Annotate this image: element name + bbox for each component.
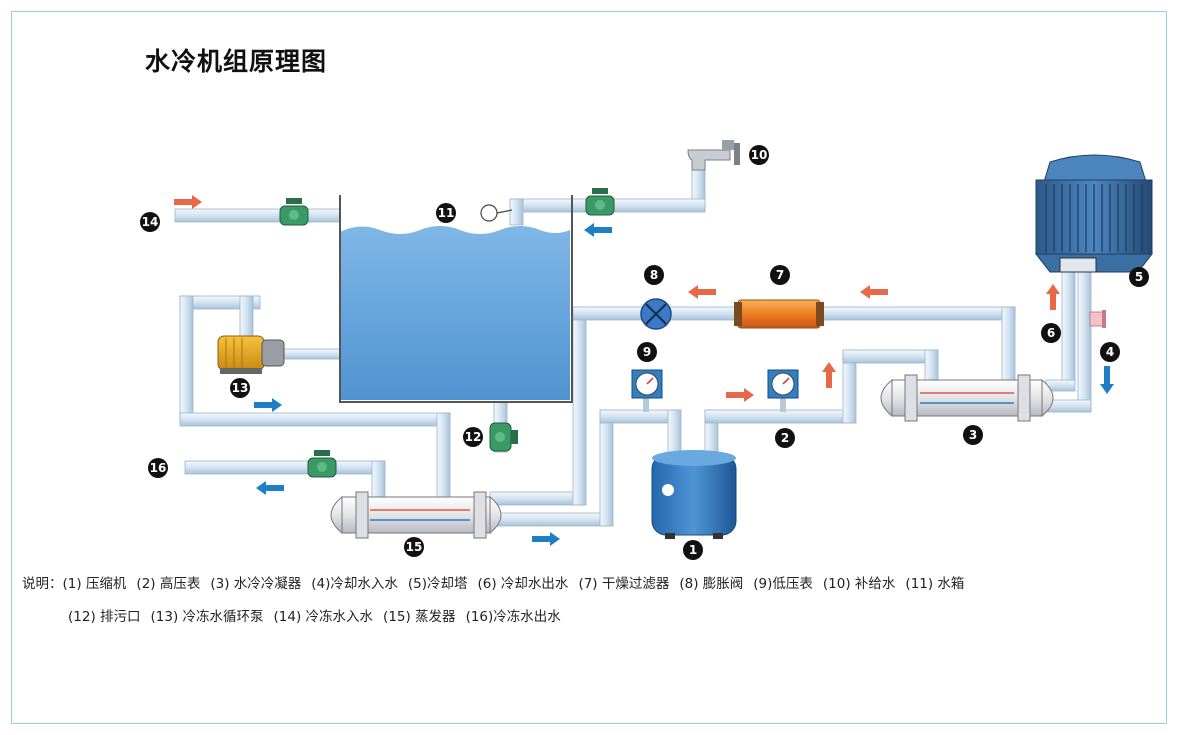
marker-3: 3 (963, 425, 983, 445)
legend-item: (4)冷却水入水 (311, 576, 398, 592)
marker-13: 13 (230, 378, 250, 398)
legend-item: (12) 排污口 (68, 609, 141, 625)
arrow-left-icon (256, 481, 284, 495)
arrow-right-icon (254, 398, 282, 412)
number-markers: 1 2 3 4 5 6 7 8 9 10 11 12 13 14 15 16 (140, 145, 1149, 560)
legend-item: (1) 压缩机 (62, 576, 127, 592)
arrow-left-icon (860, 285, 888, 299)
svg-text:3: 3 (969, 428, 977, 442)
diagram-frame (11, 11, 1167, 724)
legend-item: (9)低压表 (753, 576, 813, 592)
faucet-icon (687, 140, 740, 171)
marker-16: 16 (148, 458, 168, 478)
svg-text:1: 1 (689, 543, 697, 557)
legend-line-1: 说明：(1) 压缩机 (2) 高压表 (3) 水冷冷凝器 (4)冷却水入水 (5)冷却塔… (22, 572, 974, 592)
legend-item: (11) 水箱 (905, 576, 965, 592)
legend-line-2: (12) 排污口 (13) 冷冻水循环泵 (14) 冷冻水入水 (15) 蒸发器 (16… (68, 605, 571, 625)
evaporator (330, 491, 502, 539)
svg-text:15: 15 (406, 540, 423, 554)
diagram-title: 水冷机组原理图 (145, 47, 328, 76)
svg-text:11: 11 (438, 206, 455, 220)
arrow-up-icon (822, 362, 836, 388)
marker-5: 5 (1129, 267, 1149, 287)
cooling-tower (1034, 154, 1154, 273)
arrow-right-icon (174, 195, 202, 209)
arrow-right-icon (532, 532, 560, 546)
svg-text:14: 14 (142, 215, 159, 229)
legend-item: (2) 高压表 (136, 576, 201, 592)
svg-text:12: 12 (465, 430, 482, 444)
legend-item: (6) 冷却水出水 (477, 576, 569, 592)
legend-prefix: 说明： (22, 576, 63, 592)
svg-text:5: 5 (1135, 270, 1143, 284)
valve-icon-14 (279, 198, 309, 226)
legend-item: (15) 蒸发器 (383, 609, 456, 625)
marker-8: 8 (644, 265, 664, 285)
svg-text:9: 9 (643, 345, 651, 359)
expansion-valve-icon (640, 298, 672, 330)
svg-text:8: 8 (650, 268, 658, 282)
marker-6: 6 (1041, 323, 1061, 343)
svg-text:16: 16 (150, 461, 167, 475)
svg-text:10: 10 (751, 148, 768, 162)
pump-icon (217, 335, 285, 374)
legend-item: (7) 干燥过滤器 (578, 576, 670, 592)
high-pressure-gauge (767, 369, 799, 399)
legend-item: (3) 水冷冷凝器 (210, 576, 302, 592)
arrow-left-icon (688, 285, 716, 299)
legend-item: (5)冷却塔 (407, 576, 468, 592)
marker-14: 14 (140, 212, 160, 232)
dryer-filter (734, 299, 824, 329)
arrow-right-icon (726, 388, 754, 402)
marker-2: 2 (775, 428, 795, 448)
legend-item: (14) 冷冻水入水 (273, 609, 374, 625)
water-tank (339, 195, 573, 403)
svg-text:6: 6 (1047, 326, 1055, 340)
marker-12: 12 (463, 427, 483, 447)
compressor (651, 450, 737, 539)
svg-text:2: 2 (781, 431, 789, 445)
marker-10: 10 (749, 145, 769, 165)
marker-1: 1 (683, 540, 703, 560)
svg-text:4: 4 (1106, 345, 1114, 359)
arrow-down-icon (1100, 366, 1114, 394)
float-ball-icon (480, 204, 498, 222)
valve-icon-16 (307, 450, 337, 478)
low-pressure-gauge (631, 369, 663, 399)
drain-valve-icon-12 (489, 422, 518, 452)
arrow-left-icon (584, 223, 612, 237)
marker-7: 7 (770, 265, 790, 285)
valve-icon-10 (585, 188, 615, 216)
marker-4: 4 (1100, 342, 1120, 362)
arrow-up-icon (1046, 284, 1060, 310)
legend-item: (8) 膨胀阀 (679, 576, 744, 592)
marker-11: 11 (436, 203, 456, 223)
condenser (880, 374, 1054, 422)
legend-item: (13) 冷冻水循环泵 (150, 609, 264, 625)
flow-arrows (174, 195, 1114, 546)
svg-text:13: 13 (232, 381, 249, 395)
legend-item: (16)冷冻水出水 (465, 609, 561, 625)
marker-15: 15 (404, 537, 424, 557)
legend-item: (10) 补给水 (822, 576, 896, 592)
svg-text:7: 7 (776, 268, 784, 282)
marker-9: 9 (637, 342, 657, 362)
